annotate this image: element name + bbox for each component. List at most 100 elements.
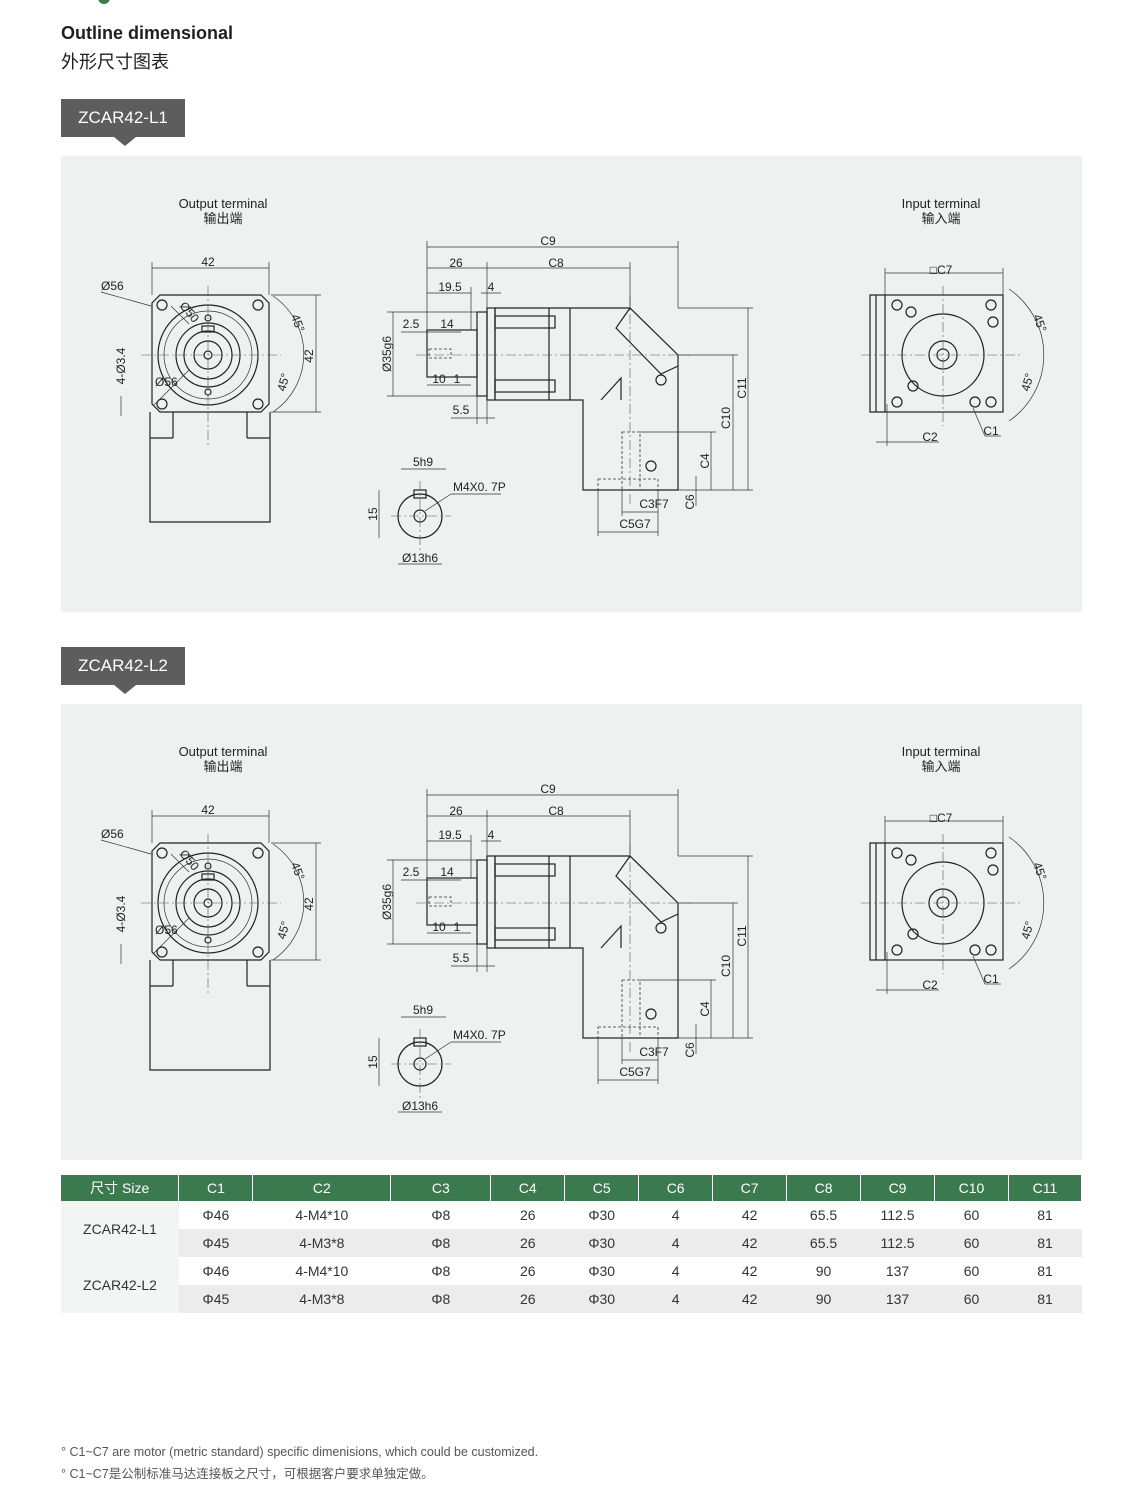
page-title-cn: 外形尺寸图表 [61,52,169,72]
logo-mark [98,0,110,4]
table-cell: 26 [519,1263,536,1279]
output-front-view: 42 42 45° 45° Ø56 Ø50 Ø56 4-Ø3.4 [100,255,321,523]
output-terminal-label-cn: 输出端 [203,759,242,774]
output-front-view: 42 42 45° 45° Ø56 Ø50 Ø56 4-Ø3.4 [100,803,321,1071]
table-cell: 4-M3*8 [252,1229,391,1257]
header-c11: C11 [1008,1175,1083,1201]
input-terminal-label: Input terminal [902,744,981,759]
dim-c9: C9 [540,782,556,796]
header-c1: C1 [178,1175,254,1201]
table-cell: 112.5 [880,1207,915,1223]
dim-c11: C11 [735,377,749,398]
dim-19-5: 19.5 [438,828,462,842]
table-cell: Φ30 [588,1207,616,1223]
pcd-56-dim: Ø56 [155,375,178,389]
dimension-drawing: Output terminal 输出端 Input terminal 输入端 4… [100,744,1050,1113]
input-terminal-label: Input terminal [902,196,981,211]
key-width-dim: 5h9 [413,455,433,469]
input-angle-bottom: 45° [1018,919,1036,940]
model-tag: ZCAR42-L1 [61,99,185,146]
dim-c4: C4 [698,453,712,469]
dim-26: 26 [449,256,463,270]
input-angle-top: 45° [1030,860,1049,882]
header-c6: C6 [638,1175,714,1201]
shaft-dia-dim: Ø13h6 [402,1099,438,1113]
table-cell: 26 [490,1229,565,1257]
dim-2-5: 2.5 [403,317,420,331]
table-cell: 4-M3*8 [252,1285,391,1313]
thread-dim: M4X0. 7P [453,480,506,494]
pcd-56-dim: Ø56 [155,923,178,937]
dim-c3: C3F7 [639,497,669,511]
header-c3: C3 [390,1175,492,1201]
table-cell: 65.5 [809,1207,838,1223]
model-tag: ZCAR42-L2 [61,647,185,694]
dim-c1: C1 [983,972,999,986]
table-cell: 81 [1037,1207,1053,1223]
table-cell: 42 [712,1229,787,1257]
input-terminal-label-cn: 输入端 [921,211,960,226]
dimension-drawing-panel: Output terminal 输出端 Input terminal 输入端 4… [61,156,1082,612]
header-c4: C4 [490,1175,566,1201]
header-size: 尺寸 Size [61,1175,180,1201]
table-cell: Φ8 [431,1263,451,1279]
dim-4: 4 [488,280,495,294]
table-cell: Φ8 [390,1229,491,1257]
header-c9: C9 [860,1175,935,1201]
footnote-en: ° C1~C7 are motor (metric standard) spec… [61,1445,539,1459]
mounting-holes-dim: 4-Ø3.4 [114,895,128,932]
dim-d35: Ø35g6 [380,336,394,372]
table-cell: Φ30 [564,1285,639,1313]
header-c2: C2 [252,1175,392,1201]
table-cell: Φ30 [588,1263,616,1279]
dim-c2: C2 [922,430,938,444]
table-cell: 137 [885,1263,910,1279]
dim-c3: C3F7 [639,1045,669,1059]
table-cell: 81 [1008,1285,1082,1313]
dim-14: 14 [440,865,454,879]
outer-diameter-dim: Ø56 [101,827,124,841]
table-cell: 26 [519,1207,536,1223]
dim-c11: C11 [735,925,749,946]
table-cell: 4 [638,1229,713,1257]
table-cell: 42 [741,1263,758,1279]
header-c5: C5 [564,1175,640,1201]
dim-26: 26 [449,804,463,818]
output-terminal-label: Output terminal [179,744,268,759]
table-cell: Φ45 [178,1229,253,1257]
table-cell: 60 [934,1229,1009,1257]
table-cell: Φ8 [431,1207,451,1223]
shaft-dia-dim: Ø13h6 [402,551,438,565]
footnote-cn: ° C1~C7是公制标准马达连接板之尺寸，可根据客户要求单独定做。 [61,1467,434,1481]
table-cell: 137 [860,1285,935,1313]
table-cell: 90 [815,1263,832,1279]
table-cell: 60 [963,1207,980,1223]
table-cell: 4 [671,1207,680,1223]
table-cell: 90 [786,1285,861,1313]
angle-bottom: 45° [274,371,292,392]
dim-c5: C5G7 [619,1065,651,1079]
table-cell: 112.5 [860,1229,935,1257]
dim-10: 10 [432,920,446,934]
size-cell: ZCAR42-L2 [61,1257,179,1313]
dim-10: 10 [432,372,446,386]
front-height-dim: 42 [302,349,316,363]
header-c8: C8 [786,1175,862,1201]
pcd-50-dim: Ø50 [177,847,203,874]
front-height-dim: 42 [302,897,316,911]
dim-1: 1 [454,372,461,386]
input-angle-bottom: 45° [1018,371,1036,392]
dimension-drawing: Output terminal 输出端 Input terminal 输入端 4… [100,196,1050,565]
size-cell: ZCAR42-L1 [61,1201,179,1257]
table-cell: 26 [490,1285,565,1313]
input-view: □C7 45° 45° C2 C1 [861,263,1050,446]
table-cell: 42 [741,1207,758,1223]
outer-diameter-dim: Ø56 [101,279,124,293]
header-c7: C7 [712,1175,788,1201]
table-cell: 4 [638,1285,713,1313]
